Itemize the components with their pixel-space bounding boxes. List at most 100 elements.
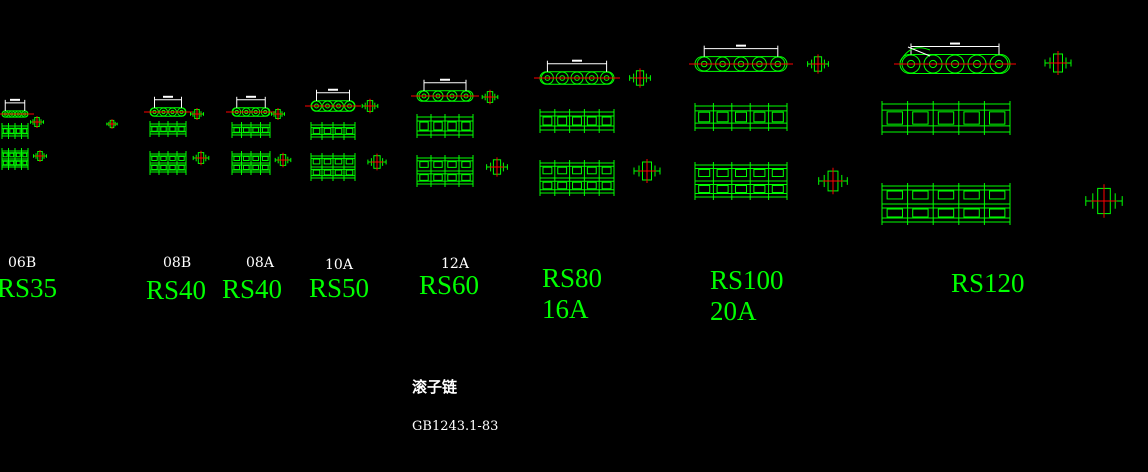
roller-body [963, 190, 980, 200]
roller-body [542, 181, 553, 190]
roller-body [252, 156, 260, 161]
roller-body [334, 158, 343, 165]
roller-body [912, 208, 929, 218]
roller-body [886, 111, 903, 125]
roller-body [178, 156, 185, 161]
standard-code: GB1243.1-83 [412, 419, 499, 434]
sprocket-dimension [907, 46, 931, 57]
roller-body [586, 181, 597, 190]
roller-body [557, 166, 568, 175]
roller-body [989, 111, 1006, 125]
chain-drawing-c6 [534, 59, 661, 196]
chain-rs-label-c7: RS100 [710, 265, 784, 295]
chain-drawing-c8 [881, 42, 1123, 225]
roller-body [989, 208, 1006, 218]
roller-body [233, 127, 241, 133]
chain-rs-label-c8: RS120 [951, 268, 1025, 298]
small-detail-mark [106, 119, 118, 129]
roller-body [252, 165, 260, 170]
roller-body [886, 190, 903, 200]
chain-std-label-c3: 08A [246, 255, 274, 271]
roller-body [461, 121, 471, 131]
roller-body [242, 165, 250, 170]
roller-body [169, 165, 176, 170]
roller-body [178, 126, 185, 132]
chain-drawing-c7 [689, 44, 848, 200]
roller-body [753, 111, 766, 123]
roller-body [312, 127, 321, 135]
chain-rs-label-c3: RS40 [222, 274, 283, 304]
roller-body [151, 165, 158, 170]
dimension-text-mark [572, 59, 582, 62]
roller-body [2, 152, 8, 158]
roller-body [698, 168, 711, 178]
roller-body [698, 111, 711, 123]
roller-body [886, 208, 903, 218]
roller-body [557, 181, 568, 190]
chain-drawing-c1 [0, 98, 47, 170]
roller-body [15, 160, 21, 166]
roller-body [461, 174, 471, 181]
roller-body [716, 168, 729, 178]
roller-body [734, 184, 748, 194]
roller-body [753, 168, 766, 178]
roller-body [261, 156, 269, 161]
chain-rs-label-c4: RS50 [309, 273, 370, 303]
roller-body [419, 174, 429, 181]
dimension-text-mark [328, 88, 338, 91]
roller-body [334, 169, 343, 176]
roller-body [169, 126, 176, 132]
roller-body [771, 111, 784, 123]
dimension-text-mark [440, 78, 450, 81]
roller-body [9, 160, 15, 166]
chain-std-label-c1: 06B [8, 255, 37, 271]
chain-rs-label-c6: RS80 [542, 263, 603, 293]
roller-body [261, 127, 269, 133]
roller-body [771, 168, 784, 178]
roller-body [419, 121, 429, 131]
roller-body [433, 174, 443, 181]
roller-body [345, 127, 354, 135]
roller-body [963, 208, 980, 218]
roller-body [160, 156, 167, 161]
roller-body [323, 158, 332, 165]
roller-body [160, 165, 167, 170]
roller-body [433, 161, 443, 168]
chain-rs-label-c1: RS35 [0, 273, 58, 303]
dimension-text-mark [950, 42, 960, 45]
roller-body [963, 111, 980, 125]
chain-rs-label-c2: RS40 [146, 275, 207, 305]
roller-body [433, 121, 443, 131]
roller-body [151, 126, 158, 132]
roller-body [557, 116, 568, 126]
roller-body [261, 165, 269, 170]
roller-body [334, 127, 343, 135]
roller-body [734, 111, 748, 123]
roller-body [242, 156, 250, 161]
roller-body [716, 111, 729, 123]
dimension-text-mark [163, 95, 173, 98]
chain-std-label-c4: 10A [325, 257, 353, 273]
roller-body [542, 166, 553, 175]
roller-body [447, 161, 457, 168]
roller-body [323, 169, 332, 176]
chain-drawing-c2 [144, 95, 210, 175]
roller-body [937, 208, 955, 218]
roller-body [2, 128, 8, 134]
roller-body [312, 169, 321, 176]
roller-body [912, 190, 929, 200]
roller-body [169, 156, 176, 161]
chain-alt-label-c7: 20A [710, 296, 757, 326]
dimension-text-mark [736, 44, 746, 47]
roller-body [937, 111, 955, 125]
sprocket-detail [899, 46, 931, 63]
dimension-text-mark [246, 95, 256, 98]
chain-drawing-c4 [305, 88, 387, 181]
roller-body [989, 190, 1006, 200]
roller-body [734, 168, 748, 178]
roller-body [22, 128, 28, 134]
roller-body [698, 184, 711, 194]
roller-body [912, 111, 929, 125]
roller-body [178, 165, 185, 170]
